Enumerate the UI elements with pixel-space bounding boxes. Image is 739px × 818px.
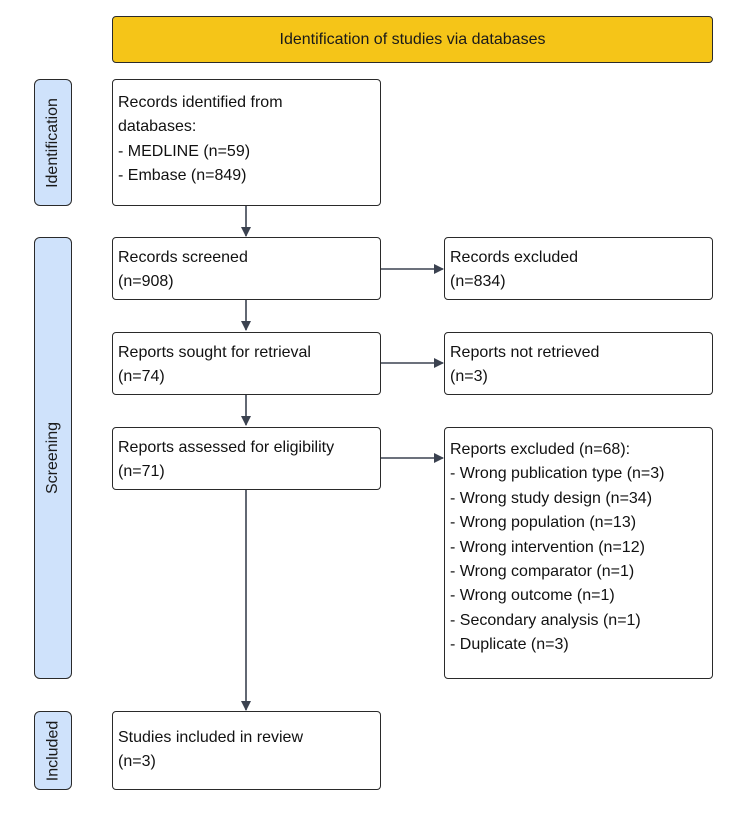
box-line: - Wrong publication type (n=3): [450, 465, 665, 483]
stage-included-label: Included: [44, 720, 61, 781]
box-line: (n=3): [450, 368, 488, 386]
box-line: - Wrong intervention (n=12): [450, 538, 645, 556]
box-records-excluded: Records excluded (n=834): [444, 237, 713, 300]
box-line: Reports assessed for eligibility: [118, 439, 335, 456]
header-identification-databases: Identification of studies via databases: [112, 16, 713, 63]
box-line: - Embase (n=849): [118, 167, 247, 185]
stage-screening: Screening: [34, 237, 72, 679]
stage-included: Included: [34, 711, 72, 790]
box-line: - Wrong study design (n=34): [450, 489, 653, 507]
box-line: Studies included in review: [118, 729, 303, 746]
box-line: Records excluded: [450, 249, 579, 266]
box-line: (n=834): [450, 273, 506, 291]
box-line: Reports excluded (n=68):: [450, 441, 631, 458]
box-line: Reports sought for retrieval: [118, 344, 311, 361]
box-reports-assessed: Reports assessed for eligibility (n=71): [112, 427, 381, 490]
stage-identification-label: Identification: [44, 97, 61, 188]
box-line: - Wrong comparator (n=1): [450, 563, 635, 581]
box-line: databases:: [118, 118, 197, 136]
box-line: (n=908): [118, 273, 174, 291]
box-line: - Wrong outcome (n=1): [450, 587, 615, 605]
header-title: Identification of studies via databases: [279, 30, 546, 48]
box-line: (n=74): [118, 368, 165, 386]
box-line: - Secondary analysis (n=1): [450, 611, 641, 629]
box-line: - Duplicate (n=3): [450, 636, 569, 654]
box-line: (n=71): [118, 463, 165, 481]
box-line: - Wrong population (n=13): [450, 514, 637, 532]
box-reports-sought: Reports sought for retrieval (n=74): [112, 332, 381, 395]
box-records-identified: Records identified from databases: - MED…: [112, 79, 381, 206]
box-line: Reports not retrieved: [450, 344, 600, 361]
box-line: - MEDLINE (n=59): [118, 142, 251, 160]
box-reports-excluded: Reports excluded (n=68): - Wrong publica…: [444, 427, 713, 679]
box-reports-not-retrieved: Reports not retrieved (n=3): [444, 332, 713, 395]
box-line: Records screened: [118, 249, 248, 266]
box-studies-included: Studies included in review (n=3): [112, 711, 381, 790]
box-records-screened: Records screened (n=908): [112, 237, 381, 300]
box-line: Records identified from: [118, 94, 283, 111]
stage-identification: Identification: [34, 79, 72, 206]
stage-screening-label: Screening: [44, 421, 62, 495]
box-line: (n=3): [118, 753, 156, 771]
